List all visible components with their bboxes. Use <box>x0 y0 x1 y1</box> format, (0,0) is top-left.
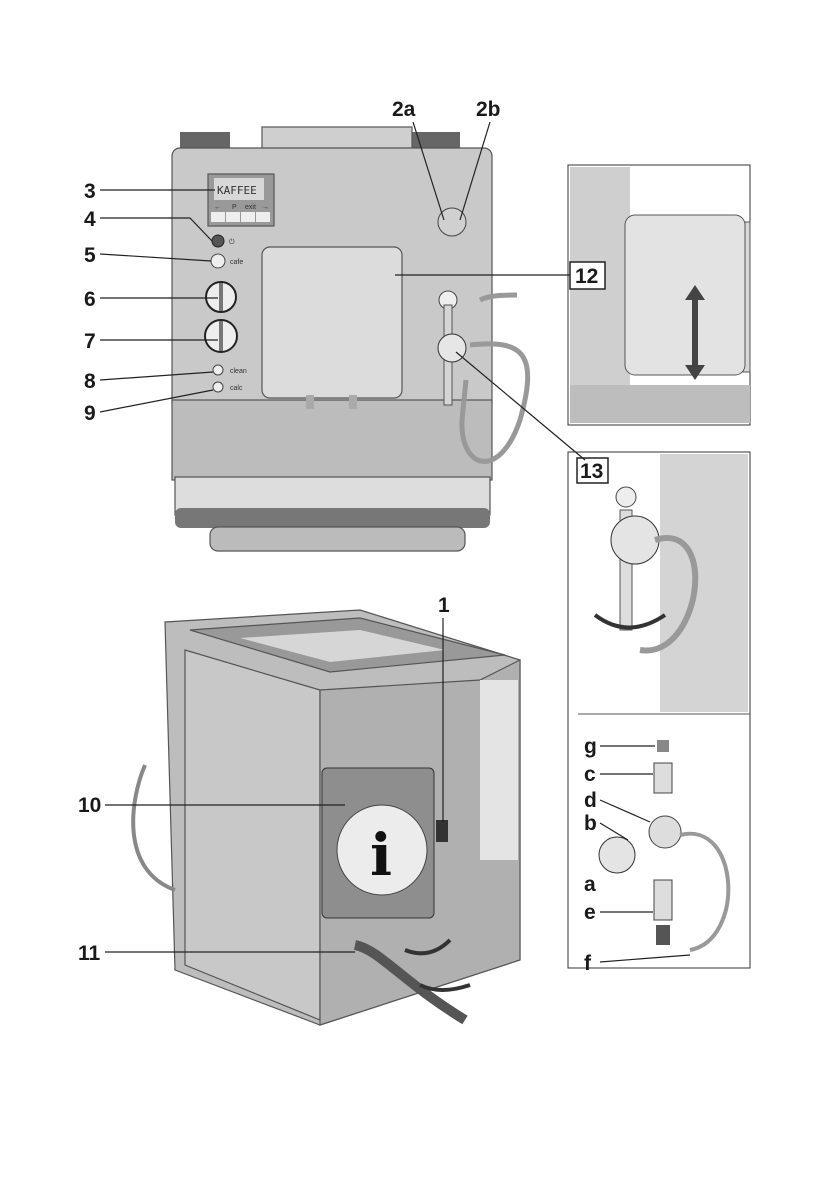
milk-frother-valve[interactable] <box>437 333 467 363</box>
key-label-right: → <box>262 204 269 211</box>
callout-8: 8 <box>84 370 96 393</box>
cord-arrow-icon <box>404 938 471 992</box>
display-key-4[interactable] <box>256 212 270 222</box>
callout-e: e <box>584 901 596 924</box>
key-label-p: P <box>232 204 237 211</box>
info-symbol: i <box>370 821 392 889</box>
callout-1: 1 <box>438 594 450 617</box>
hot-water-steam-selector[interactable] <box>437 207 467 237</box>
calc-label: calc <box>230 385 243 392</box>
lcd-text: KAFFEE <box>217 184 257 197</box>
callout-12: 12 <box>575 265 598 288</box>
front-callouts: 2a 2b 3 4 5 6 7 8 9 12 <box>84 98 606 461</box>
power-icon: ⏻ <box>229 238 235 246</box>
clean-button[interactable] <box>212 364 224 376</box>
machine-rear-view: i <box>131 609 521 1026</box>
strength-dial-grip <box>219 283 223 311</box>
callout-9: 9 <box>84 402 96 425</box>
callout-10: 10 <box>78 794 101 817</box>
lcd-screen <box>214 178 264 200</box>
display-panel: KAFFEE ← P exit → <box>207 173 275 227</box>
milk-hose <box>459 341 531 464</box>
drip-tray-bottom <box>209 526 466 552</box>
machine-front-view: KAFFEE ← P exit → ⏻ cafe clean calc <box>171 126 531 552</box>
cafe-button[interactable] <box>210 253 226 269</box>
callout-d: d <box>584 789 597 812</box>
frother-selector[interactable] <box>610 515 660 565</box>
calc-button[interactable] <box>212 381 224 393</box>
power-button[interactable] <box>211 234 225 248</box>
callout-4: 4 <box>84 208 96 231</box>
coffee-spout-left <box>306 395 314 409</box>
callout-7: 7 <box>84 330 96 353</box>
callout-2b: 2b <box>476 98 501 121</box>
inset-frother: 13 g c d b a e f <box>567 451 751 975</box>
callout-6: 6 <box>84 288 96 311</box>
display-key-1[interactable] <box>211 212 225 222</box>
info-icon <box>336 804 428 896</box>
up-down-arrow-icon <box>685 285 705 380</box>
key-label-exit: exit <box>245 204 256 211</box>
callout-2a: 2a <box>392 98 416 121</box>
cafe-label: cafe <box>230 259 243 266</box>
clean-label: clean <box>230 368 247 375</box>
callout-11: 11 <box>78 942 101 965</box>
cup-tray-top <box>240 630 445 662</box>
quantity-dial-grip <box>219 321 223 351</box>
power-cord <box>353 940 468 1025</box>
callout-5: 5 <box>84 244 96 267</box>
display-key-3[interactable] <box>241 212 255 222</box>
inset-door-open <box>567 164 751 426</box>
callout-3: 3 <box>84 180 96 203</box>
callout-13: 13 <box>580 460 603 483</box>
callout-b: b <box>584 812 597 835</box>
side-panel <box>184 649 321 1021</box>
callout-g: g <box>584 735 597 758</box>
display-key-2[interactable] <box>226 212 240 222</box>
rear-callouts: 1 10 11 <box>78 594 450 965</box>
callout-c: c <box>584 763 596 786</box>
door-swung-open <box>624 214 746 376</box>
rotate-arrow-icon <box>593 613 667 630</box>
key-label-left: ← <box>214 204 221 211</box>
callout-f: f <box>584 952 592 975</box>
cup-warmer-door[interactable] <box>261 246 403 399</box>
main-power-switch[interactable] <box>436 820 448 842</box>
coffee-spout-right <box>349 395 357 409</box>
callout-a: a <box>584 873 596 896</box>
machine-lower-body <box>171 399 493 481</box>
drip-tray-front <box>175 508 490 528</box>
